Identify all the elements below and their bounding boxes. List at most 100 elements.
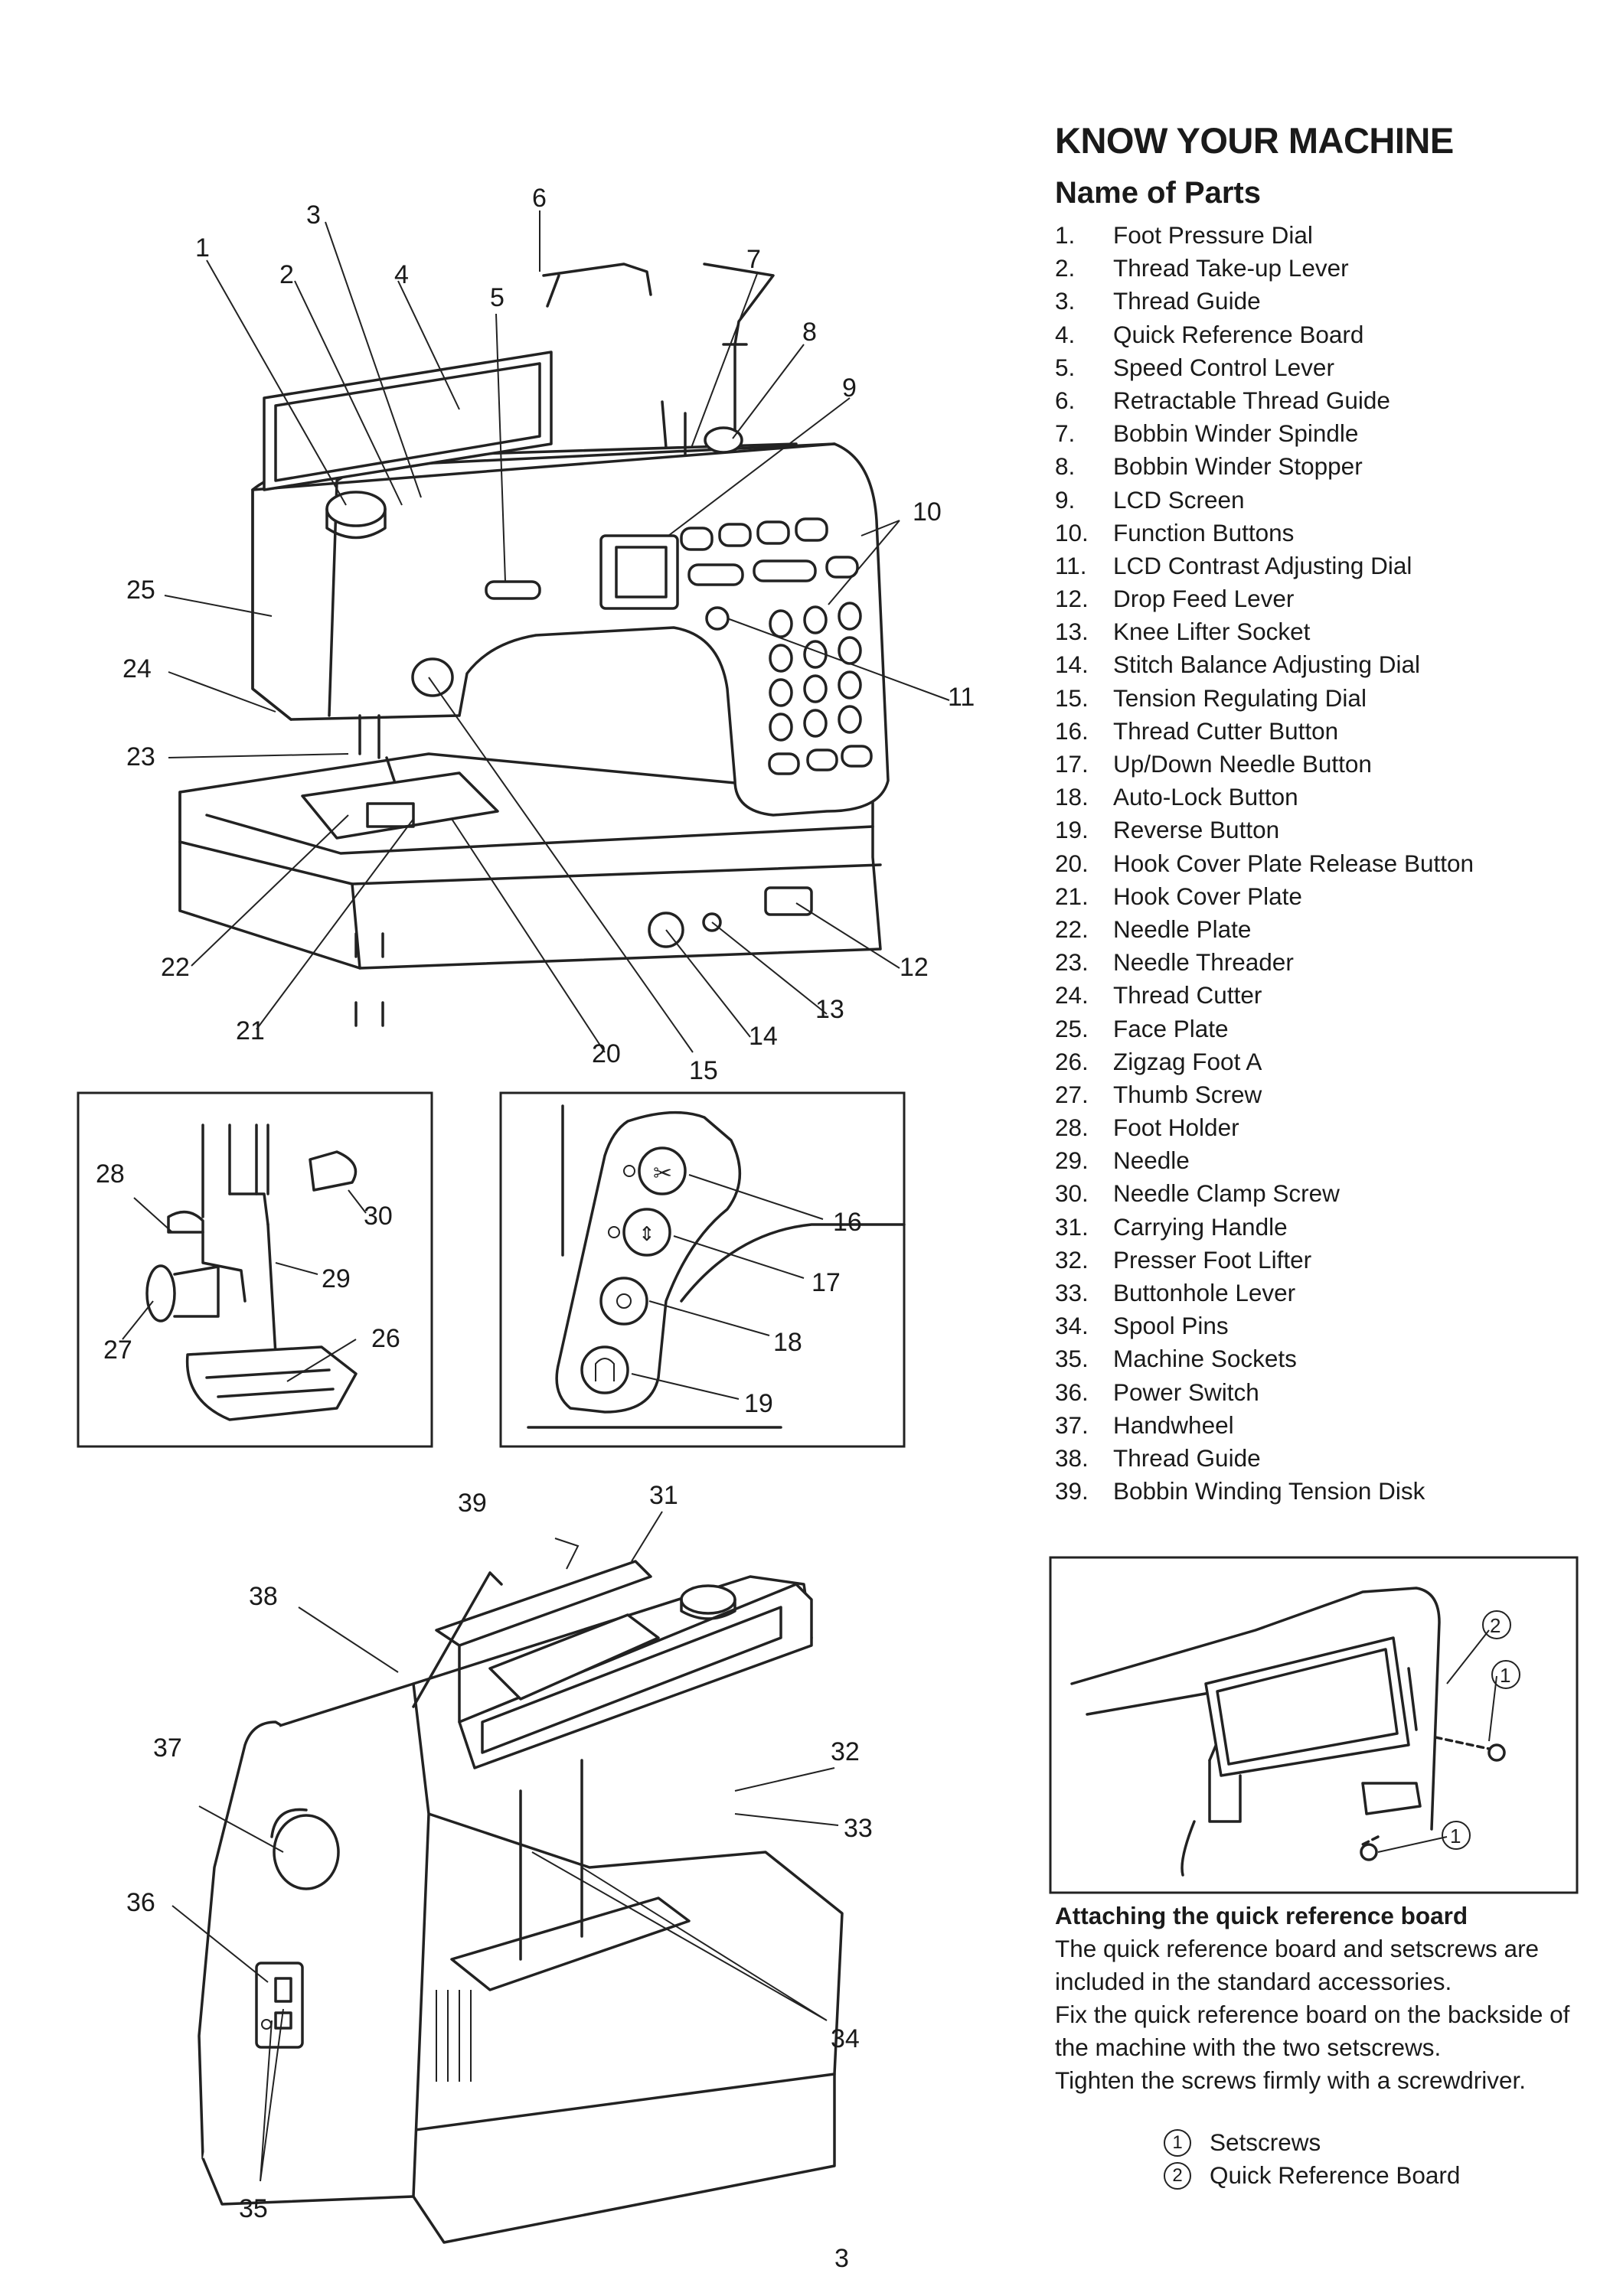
parts-list-item: 39.Bobbin Winding Tension Disk (1055, 1475, 1474, 1508)
callout-number: 37 (153, 1733, 182, 1763)
parts-list-item: 14.Stitch Balance Adjusting Dial (1055, 648, 1474, 681)
part-name: Thread Guide (1113, 1443, 1261, 1472)
page-number: 3 (834, 2244, 849, 2273)
svg-text:✂: ✂ (653, 1160, 672, 1187)
part-number: 28. (1055, 1114, 1089, 1142)
callout-number: 25 (126, 576, 155, 605)
part-name: Thread Take-up Lever (1113, 254, 1349, 282)
parts-list-item: 3.Thread Guide (1055, 285, 1474, 318)
foot-callout-labels: 30 29 26 27 28 (96, 1159, 400, 1365)
front-callout-labels: 1 2 3 4 5 6 7 8 9 10 11 12 13 14 15 20 2… (122, 184, 975, 1085)
parts-list-item: 9.LCD Screen (1055, 484, 1474, 517)
parts-list-item: 36. Power Switch (1055, 1376, 1474, 1409)
rear-leader-lines (171, 1511, 839, 2182)
part-name: Needle Threader (1113, 948, 1294, 977)
legend-number: 2 (1164, 2161, 1191, 2190)
rear-callout-labels: 31 32 33 34 35 36 37 38 39 (126, 1481, 873, 2223)
callout-number: 19 (744, 1389, 773, 1418)
part-number: 5. (1055, 353, 1076, 381)
parts-list-item: 20.Hook Cover Plate Release Button (1055, 847, 1474, 880)
part-number: 34. (1055, 1312, 1089, 1340)
parts-list-item: 2.Thread Take-up Lever (1055, 252, 1474, 285)
attaching-heading: Attaching the quick reference board (1055, 1902, 1468, 1929)
callout-number: 33 (844, 1814, 873, 1843)
parts-list-item: 4.Quick Reference Board (1055, 318, 1474, 351)
part-name: Hook Cover Plate Release Button (1113, 849, 1474, 877)
callout-number: 38 (249, 1582, 278, 1611)
part-name: Drop Feed Lever (1113, 585, 1295, 613)
part-name: Face Plate (1113, 1014, 1229, 1042)
part-number: 31. (1055, 1212, 1089, 1241)
attaching-line: Tighten the screws firmly with a screwdr… (1055, 2066, 1527, 2094)
callout-number: 12 (900, 953, 929, 982)
parts-list-item: 37. Handwheel (1055, 1409, 1474, 1442)
callout-number: 2 (1490, 1614, 1501, 1637)
callout-number: 4 (394, 260, 409, 289)
parts-list-item: 27.Thumb Screw (1055, 1078, 1474, 1111)
parts-list-item: 38. Thread Guide (1055, 1442, 1474, 1475)
parts-list-item: 18.Auto-Lock Button (1055, 781, 1474, 814)
part-name: Bobbin Winder Spindle (1113, 419, 1359, 448)
parts-list-item: 33. Buttonhole Lever (1055, 1277, 1474, 1309)
front-leader-lines (164, 210, 950, 1053)
part-name: Needle (1113, 1146, 1190, 1175)
part-number: 10. (1055, 518, 1089, 546)
parts-list-item: 28.Foot Holder (1055, 1111, 1474, 1144)
thread-cutter-button-art: ✂ (623, 1146, 687, 1195)
callout-number: 36 (126, 1888, 155, 1917)
legend-label: Setscrews (1210, 2128, 1321, 2156)
part-name: Spool Pins (1113, 1312, 1229, 1340)
svg-text:⇕: ⇕ (638, 1223, 655, 1246)
parts-list-item: 1.Foot Pressure Dial (1055, 219, 1474, 252)
board-leader-lines (1377, 1629, 1497, 1853)
parts-list-item: 6.Retractable Thread Guide (1055, 384, 1474, 417)
part-name: LCD Contrast Adjusting Dial (1113, 551, 1412, 579)
page-title: KNOW YOUR MACHINE (1055, 120, 1454, 161)
parts-list-item: 25.Face Plate (1055, 1013, 1474, 1045)
board-attachment-inset (1049, 1556, 1579, 1894)
callout-number: 10 (913, 497, 942, 527)
callout-number: 21 (236, 1016, 265, 1045)
callout-number: 22 (161, 953, 190, 982)
parts-list-item: 24.Thread Cutter (1055, 979, 1474, 1012)
part-number: 33. (1055, 1279, 1089, 1306)
part-name: Retractable Thread Guide (1113, 386, 1390, 414)
board-callout-labels: 2 1 1 (1442, 1610, 1520, 1850)
parts-list-item: 11.LCD Contrast Adjusting Dial (1055, 550, 1474, 582)
callout-number: 31 (649, 1481, 678, 1510)
callout-number: 6 (532, 184, 547, 213)
part-name: Power Switch (1113, 1378, 1259, 1406)
foot-leader-lines (122, 1189, 367, 1382)
machine-rear-illustration (198, 1560, 844, 2244)
part-number: 35. (1055, 1345, 1089, 1373)
parts-list-item: 35.Machine Sockets (1055, 1342, 1474, 1375)
part-number: 36. (1055, 1378, 1089, 1406)
callout-number: 28 (96, 1159, 125, 1189)
part-number: 18. (1055, 783, 1089, 811)
part-name: Thread Cutter Button (1113, 716, 1339, 745)
needle-up-down-button-art: ⇕ (608, 1208, 671, 1257)
callout-number: 8 (802, 318, 817, 347)
callout-number: 29 (322, 1264, 351, 1293)
part-number: 14. (1055, 651, 1089, 679)
parts-list-item: 19.Reverse Button (1055, 814, 1474, 846)
part-name: Handwheel (1113, 1411, 1234, 1439)
part-name: Buttonhole Lever (1113, 1279, 1296, 1306)
callout-number: 27 (103, 1336, 132, 1365)
parts-list-item: 15.Tension Regulating Dial (1055, 682, 1474, 715)
attaching-line: The quick reference board and setscrews … (1055, 1935, 1540, 1995)
callout-number: 1 (195, 233, 210, 263)
parts-list-item: 34. Spool Pins (1055, 1309, 1474, 1342)
parts-list-item: 32.Presser Foot Lifter (1055, 1244, 1474, 1277)
part-number: 38. (1055, 1443, 1089, 1472)
part-name: Thread Cutter (1113, 981, 1262, 1009)
part-number: 37. (1055, 1411, 1089, 1439)
part-number: 15. (1055, 683, 1089, 712)
callout-number: 7 (746, 245, 761, 274)
board-legend: 1 Setscrews 2 Quick Reference Board (1164, 2126, 1460, 2192)
part-number: 3. (1055, 287, 1076, 315)
attaching-line: Fix the quick reference board on the bac… (1055, 2001, 1570, 2061)
part-name: Needle Plate (1113, 915, 1252, 943)
